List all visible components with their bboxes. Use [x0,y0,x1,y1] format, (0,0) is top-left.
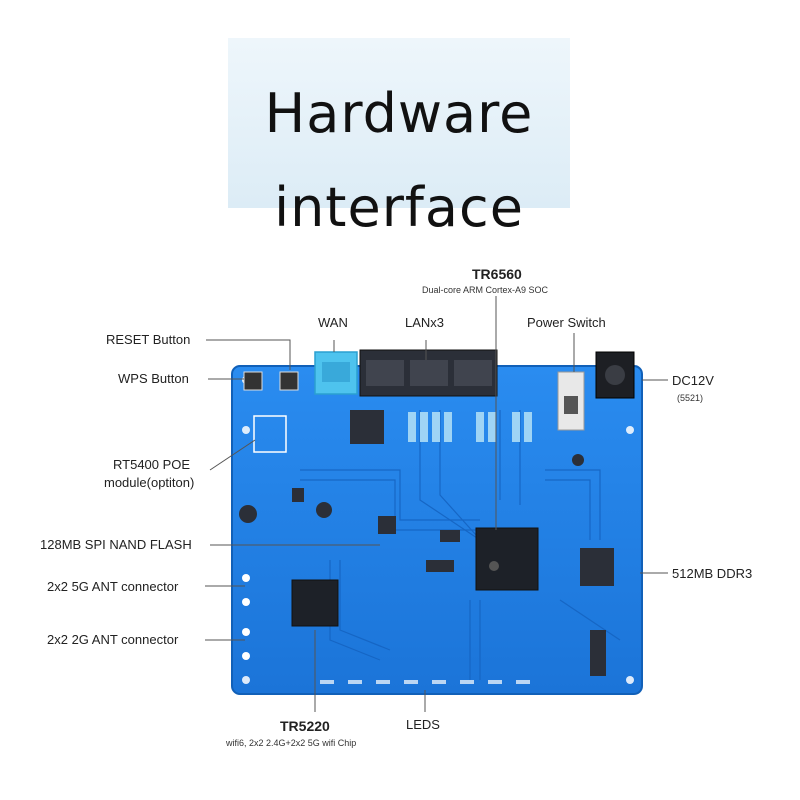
label-wan: WAN [318,315,348,330]
label-tr6560: TR6560 [472,266,522,282]
callout-lines [205,296,668,712]
wps-button-part [243,371,263,391]
reset-button-part [279,371,299,391]
title-banner: Hardware interface [228,38,570,239]
label-tr5220-sub: wifi6, 2x2 2.4G+2x2 5G wifi Chip [226,738,357,748]
phy-chip [350,410,384,444]
label-reset-button: RESET Button [106,332,191,347]
label-tr6560-sub: Dual-core ARM Cortex-A9 SOC [422,285,549,295]
label-wps-button: WPS Button [118,371,189,386]
label-power-switch: Power Switch [527,315,606,330]
label-ant-5g: 2x2 5G ANT connector [47,579,179,594]
label-poe-line2: module(optiton) [104,475,195,490]
title-line-2: interface [274,176,524,239]
title-line-1: Hardware [264,82,534,145]
ddr3-chip [580,548,614,586]
label-flash: 128MB SPI NAND FLASH [40,537,192,552]
lan-transformers [408,412,532,442]
label-leds: LEDS [406,717,440,732]
lan-ports [359,349,498,397]
label-dc12v-sub: (5521) [677,393,704,403]
label-lan: LANx3 [405,315,445,330]
label-tr5220: TR5220 [280,718,330,734]
label-ddr3: 512MB DDR3 [672,566,753,581]
antenna-connectors [242,574,250,660]
label-poe-line1: RT5400 POE [113,457,191,472]
poe-module-outline [253,415,287,453]
label-ant-2g: 2x2 2G ANT connector [47,632,179,647]
flash-chip [378,516,396,534]
small-components [239,454,584,572]
label-dc12v: DC12V [672,373,714,388]
soc-tr6560 [475,527,539,591]
header-pins [590,630,606,676]
wifi-chip-tr5220 [291,579,339,627]
led-row [320,680,530,684]
